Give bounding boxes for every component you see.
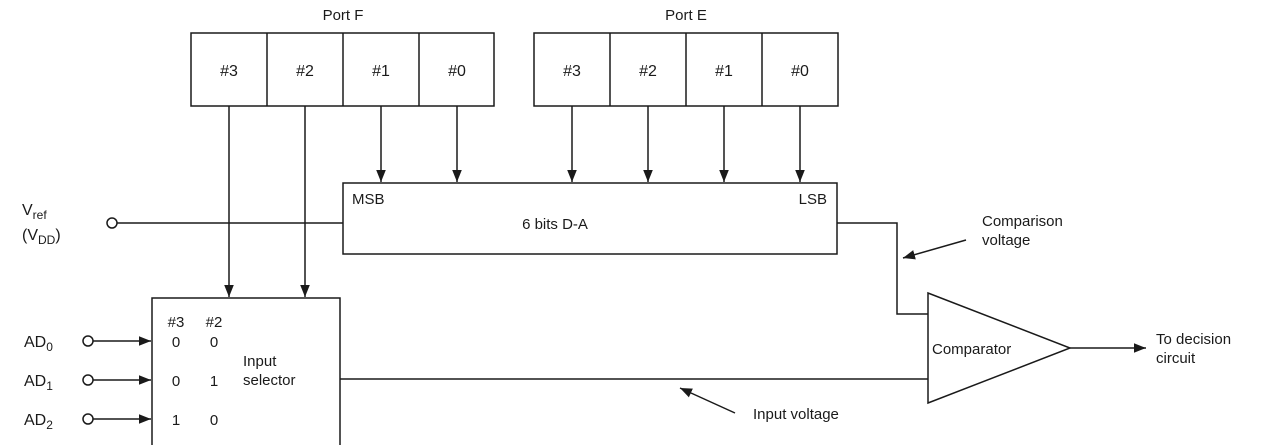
selector-row-0-b2: 0 xyxy=(210,334,218,351)
ad1-label: AD1 xyxy=(24,373,53,393)
port-e-bit-0: #0 xyxy=(791,63,809,80)
selector-row-2-b2: 0 xyxy=(210,412,218,429)
selector-row-1-b2: 1 xyxy=(210,373,218,390)
port-e-bit-3: #3 xyxy=(563,63,581,80)
selector-label-line1: Input xyxy=(243,353,277,370)
comparison-voltage-wire xyxy=(837,222,928,315)
comparison-voltage-line2: voltage xyxy=(982,232,1030,249)
selector-row-0-b3: 0 xyxy=(172,334,180,351)
input-voltage-label: Input voltage xyxy=(753,406,839,423)
port-f-bit-3: #3 xyxy=(220,63,238,80)
comparison-voltage-pointer xyxy=(902,239,967,260)
ad2-terminal xyxy=(82,413,94,425)
input-voltage-pointer xyxy=(679,387,736,414)
selector-col-2: #2 xyxy=(206,314,223,331)
vref-terminal xyxy=(106,217,118,229)
selector-row-2-b3: 1 xyxy=(172,412,180,429)
port-e-bit-2: #2 xyxy=(639,63,657,80)
vref-label: Vref xyxy=(22,202,47,222)
dac-title: 6 bits D-A xyxy=(522,216,588,233)
port-e-bit-1: #1 xyxy=(715,63,733,80)
dac-lsb-label: LSB xyxy=(799,191,827,208)
selector-row-1-b3: 0 xyxy=(172,373,180,390)
output-label-line2: circuit xyxy=(1156,350,1196,367)
vdd-label: (VDD) xyxy=(22,227,61,247)
output-label-line1: To decision xyxy=(1156,331,1231,348)
port-f-title: Port F xyxy=(323,7,364,24)
port-f-bit-2: #2 xyxy=(296,63,314,80)
port-e-title: Port E xyxy=(665,7,707,24)
ad0-label: AD0 xyxy=(24,334,53,354)
dac-block xyxy=(342,182,838,255)
dac-msb-label: MSB xyxy=(352,191,385,208)
comparison-voltage-line1: Comparison xyxy=(982,213,1063,230)
ad0-terminal xyxy=(82,335,94,347)
port-f-bit-0: #0 xyxy=(448,63,466,80)
input-selector-block xyxy=(151,297,341,445)
comparator-triangle xyxy=(927,291,1073,405)
port-f-bit-1: #1 xyxy=(372,63,390,80)
ad2-label: AD2 xyxy=(24,412,53,432)
selector-col-3: #3 xyxy=(168,314,185,331)
ad1-terminal xyxy=(82,374,94,386)
selector-label-line2: selector xyxy=(243,372,296,389)
comparator-label: Comparator xyxy=(932,341,1011,358)
